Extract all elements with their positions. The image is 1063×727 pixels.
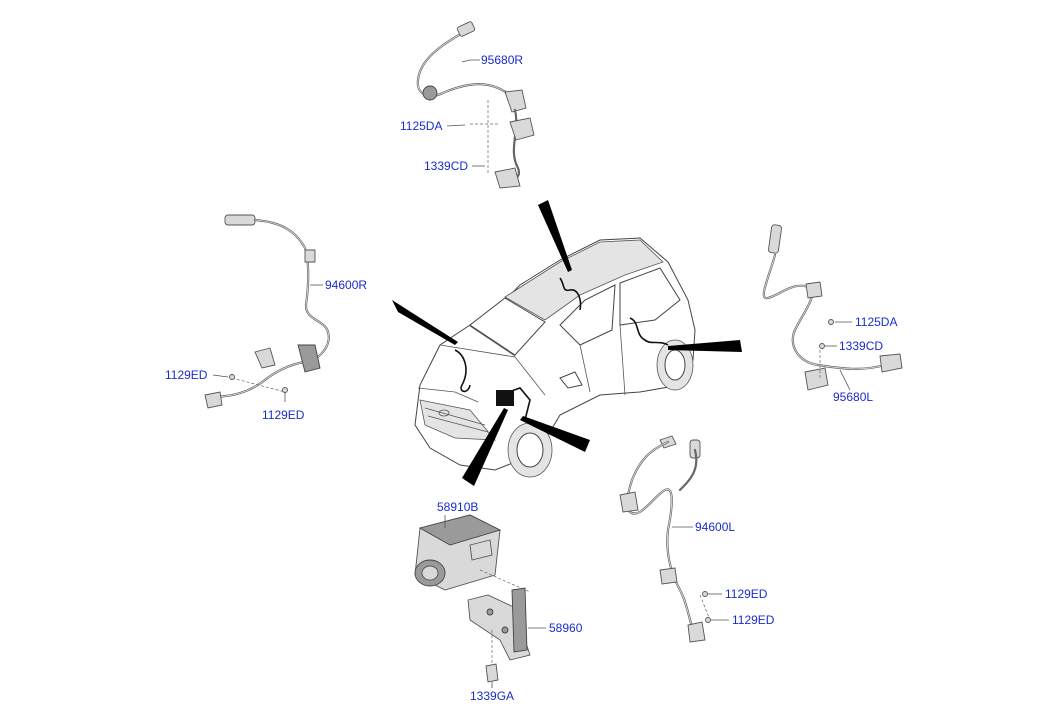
- part-label-1129ED-bottom-2[interactable]: 1129ED: [732, 613, 775, 627]
- cable-94600L-assembly[interactable]: [619, 435, 711, 643]
- part-label-94600R[interactable]: 94600R: [325, 278, 368, 292]
- abs-hecu-58910B[interactable]: [414, 514, 531, 593]
- sensor-95680R-assembly[interactable]: [416, 21, 535, 189]
- part-label-1125DA-right[interactable]: 1125DA: [855, 315, 898, 329]
- part-label-58910B[interactable]: 58910B: [437, 500, 479, 514]
- cable-94600R-assembly[interactable]: [204, 214, 330, 409]
- abs-unit-on-car: [496, 390, 514, 406]
- part-label-94600L[interactable]: 94600L: [695, 520, 736, 534]
- part-label-1339CD-right[interactable]: 1339CD: [839, 339, 884, 353]
- sensor-95680L-assembly[interactable]: [762, 224, 903, 391]
- part-label-1129ED-left-1[interactable]: 1129ED: [165, 368, 208, 382]
- bracket-58960[interactable]: [467, 587, 531, 683]
- part-label-1339CD-top[interactable]: 1339CD: [424, 159, 469, 173]
- part-label-58960[interactable]: 58960: [549, 621, 583, 635]
- part-label-1125DA-top[interactable]: 1125DA: [400, 119, 443, 133]
- part-label-1129ED-left-2[interactable]: 1129ED: [262, 408, 305, 422]
- part-label-1129ED-bottom-1[interactable]: 1129ED: [725, 587, 768, 601]
- callout-wedges: [392, 200, 742, 486]
- part-label-95680R[interactable]: 95680R: [481, 53, 524, 67]
- part-label-95680L[interactable]: 95680L: [833, 390, 874, 404]
- leader-lines: [212, 59, 852, 688]
- part-label-1339GA[interactable]: 1339GA: [470, 689, 515, 703]
- car-illustration: [414, 237, 696, 478]
